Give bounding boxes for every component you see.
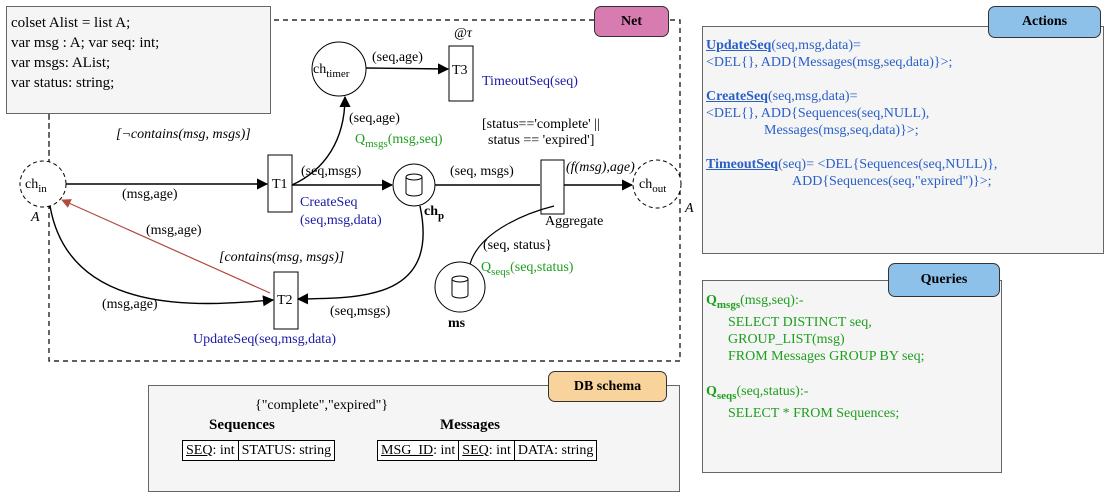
arc-label-in-t2: (msg,age)	[102, 297, 158, 312]
qmsgs-l2: GROUP_LIST(msg)	[728, 331, 845, 347]
qseqs-head: Qseqs(seq,status):-	[706, 383, 809, 402]
arc-label-chp-t2: (seq,msgs)	[330, 304, 391, 319]
guard-agg-line1: [status=='complete' ||	[482, 117, 600, 132]
actions-badge: Actions	[988, 6, 1101, 38]
colset-line-1: colset Alist = list A;	[11, 15, 131, 31]
actions-body: UpdateSeq(seq,msg,data)= <DEL{}, ADD{Mes…	[706, 37, 997, 190]
ch-in-type: A	[31, 210, 40, 225]
arc-label-in-t1: (msg,age)	[122, 187, 178, 202]
data-cell: DATA: string	[513, 440, 598, 461]
ch-in-label: chin	[25, 177, 47, 195]
query-msgs-label: Qmsgs(msg,seq)	[355, 132, 443, 150]
ch-timer-label: chtimer	[313, 62, 350, 80]
colset-box: colset Alist = list A; var msg : A; var …	[6, 6, 271, 114]
db-schema-badge: DB schema	[548, 371, 667, 402]
db-cylinder-icon-chp	[405, 173, 423, 197]
query-seqs-label: Qseqs(seq,status)	[481, 260, 574, 278]
arc-label-timer-t3: (seq,age)	[372, 50, 423, 65]
sequences-table: SEQ: int STATUS: string	[182, 440, 336, 461]
create-seq-def: CreateSeq(seq,msg,data)=	[706, 89, 858, 104]
ms-label: ms	[448, 316, 466, 331]
ch-p-label: chp	[424, 204, 445, 222]
t1-label: T1	[272, 177, 288, 192]
colset-line-3: var msgs: AList;	[11, 55, 111, 71]
qseqs-l1: SELECT * FROM Sequences;	[728, 405, 900, 421]
arc-ms-agg	[469, 205, 555, 265]
arc-label-t1-timer: (seq,age)	[349, 111, 400, 126]
arc-label-chp-agg: (seq, msgs)	[450, 164, 514, 179]
place-ch-out	[632, 159, 682, 209]
create-seq-body-2: Messages(msg,seq,data)}>;	[764, 123, 919, 138]
qmsgs-l1: SELECT DISTINCT seq,	[728, 314, 872, 330]
place-ch-p	[392, 163, 436, 207]
arc-label-agg-out: (f(msg),age)	[566, 160, 635, 175]
queries-panel	[702, 280, 1002, 473]
arc-label-t1-chp: (seq,msgs)	[301, 164, 362, 179]
queries-body: Qmsgs(msg,seq):- SELECT DISTINCT seq, GR…	[706, 292, 925, 422]
queries-badge: Queries	[888, 263, 1000, 297]
timeout-seq-body: ADD{Sequences(seq,"expired")}>;	[792, 174, 992, 189]
update-seq-def: UpdateSeq(seq,msg,data)=	[706, 38, 861, 53]
update-seq-body: <DEL{}, ADD{Messages(msg,seq,data)}>;	[706, 55, 953, 70]
ch-out-label: chout	[639, 177, 667, 195]
qmsgs-head: Qmsgs(msg,seq):-	[706, 293, 804, 311]
arc-t2-in-red	[61, 199, 271, 294]
transition-t1	[267, 154, 293, 213]
action-t3: TimeoutSeq(seq)	[482, 74, 578, 89]
seq-pk-cell: SEQ: int	[182, 440, 239, 461]
transition-t3	[448, 45, 474, 102]
aggregate-label: Aggregate	[545, 214, 604, 229]
net-badge: Net	[594, 6, 669, 37]
guard-agg-line2: status == 'expired']	[488, 133, 595, 148]
create-seq-body-1: <DEL{}, ADD{Sequences(seq,NULL),	[706, 106, 930, 121]
colset-line-4: var status: string;	[11, 75, 115, 91]
status-cell: STATUS: string	[237, 440, 336, 461]
arc-timer-t3	[365, 63, 450, 75]
action-t1-line1: CreateSeq	[300, 195, 358, 210]
t3-time: @τ	[454, 26, 472, 41]
arc-label-t2-in: (msg,age)	[146, 223, 202, 238]
messages-table: MSG_ID: int SEQ: int DATA: string	[376, 440, 598, 461]
arc-label-ms-agg: (seq, status}	[483, 238, 552, 253]
guard-t2: [contains(msg, msgs)]	[219, 250, 345, 265]
messages-title: Messages	[440, 417, 500, 433]
arc-chp-t2	[296, 205, 424, 305]
guard-t1: [¬contains(msg, msgs)]	[116, 127, 251, 142]
transition-aggregate	[540, 159, 565, 215]
seq-fk-cell: SEQ: int	[458, 440, 515, 461]
colset-line-2: var msg : A; var seq: int;	[11, 35, 160, 51]
action-t2: UpdateSeq(seq,msg,data)	[193, 332, 337, 347]
actions-panel	[702, 26, 1104, 254]
arc-t1-timer	[291, 95, 351, 186]
sequences-title: Sequences	[209, 417, 275, 433]
t2-label: T2	[277, 293, 293, 308]
msgid-pk-cell: MSG_ID: int	[376, 440, 460, 461]
place-ch-timer	[311, 41, 367, 97]
domain-note: {"complete","expired"}	[255, 398, 389, 413]
db-schema-panel	[148, 385, 680, 492]
ch-out-type: A	[685, 201, 694, 216]
place-ms	[434, 261, 486, 313]
db-cylinder-icon-ms	[451, 275, 469, 299]
timeout-seq-def: TimeoutSeq(seq)= <DEL{Sequences(seq,NULL…	[706, 157, 998, 172]
action-t1-line2: (seq,msg,data)	[300, 213, 382, 228]
qmsgs-l3: FROM Messages GROUP BY seq;	[728, 348, 925, 364]
transition-t2	[273, 271, 299, 330]
t3-label: T3	[452, 63, 468, 78]
arc-in-t2	[49, 205, 275, 307]
